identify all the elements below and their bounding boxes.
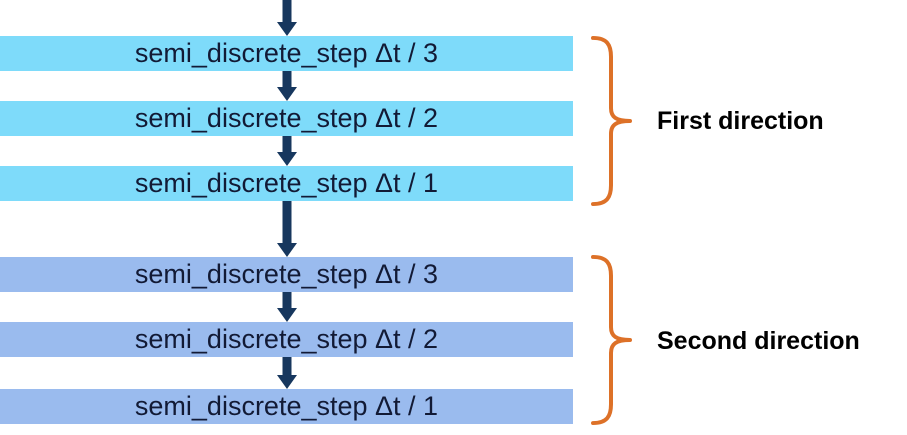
curly-brace-icon <box>591 254 632 426</box>
down-arrow-icon <box>277 357 297 389</box>
step-bar-first-1: semi_discrete_step Δt / 1 <box>0 166 573 201</box>
down-arrow-icon <box>277 136 297 166</box>
step-bar-label: semi_discrete_step Δt / 1 <box>134 391 439 421</box>
down-arrow-icon <box>277 71 297 101</box>
step-bar-first-3: semi_discrete_step Δt / 3 <box>0 36 573 71</box>
step-bar-second-1: semi_discrete_step Δt / 1 <box>0 389 573 424</box>
step-bar-first-2: semi_discrete_step Δt / 2 <box>0 101 573 136</box>
step-bar-label: semi_discrete_step Δt / 2 <box>134 324 439 354</box>
down-arrow-icon <box>277 0 297 36</box>
down-arrow-icon <box>277 201 297 257</box>
step-bar-label: semi_discrete_step Δt / 2 <box>134 103 439 133</box>
step-bar-second-2: semi_discrete_step Δt / 2 <box>0 322 573 357</box>
step-bar-label: semi_discrete_step Δt / 3 <box>134 259 439 289</box>
step-bar-second-3: semi_discrete_step Δt / 3 <box>0 257 573 292</box>
curly-brace-icon <box>591 35 632 207</box>
step-bar-label: semi_discrete_step Δt / 1 <box>134 168 439 198</box>
step-bar-label: semi_discrete_step Δt / 3 <box>134 38 439 68</box>
down-arrow-icon <box>277 292 297 322</box>
second-direction-label: Second direction <box>657 327 860 355</box>
first-direction-label: First direction <box>657 107 824 135</box>
